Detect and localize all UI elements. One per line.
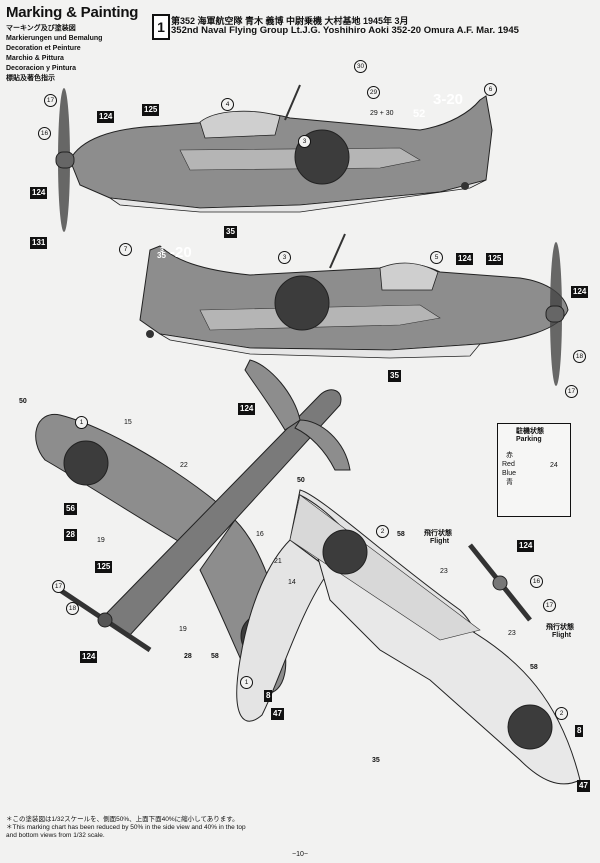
part-callout: 7 [119, 243, 132, 256]
side2-tail-code-3: 3 [160, 247, 164, 254]
side1-tail-code-2: 52 [413, 108, 426, 120]
paint-tag: 124 [80, 651, 98, 663]
part-callout: 18 [66, 602, 79, 615]
title-translations: マーキング及び塗装図 Markierungen und Bemalung Dec… [6, 24, 102, 84]
paint-tag: 47 [271, 708, 284, 720]
footnote-en-2: and bottom views from 1/32 scale. [6, 832, 105, 839]
side1-tail-code: 3-20 [433, 91, 464, 108]
part-callout: 3 [278, 251, 291, 264]
part-callout: 19 [97, 537, 105, 544]
side-view-left-aircraft [55, 84, 493, 232]
paint-tag: 124 [30, 187, 48, 199]
inset-red-en: Red [502, 461, 515, 468]
paint-tag: 125 [142, 104, 160, 116]
paint-tag: 35 [388, 370, 401, 382]
paint-tag: 125 [95, 561, 113, 573]
part-callout: 16 [530, 575, 543, 588]
side2-tail-code: -20 [170, 244, 192, 261]
page-number: −10− [292, 851, 308, 858]
scale-footnote: ＊この塗装図は1/32スケールを、側面50%、上面下面40%に縮小してあります。… [6, 816, 246, 840]
flight-label-jp: 飛行状態 [424, 530, 452, 537]
inset-blue-jp: 青 [506, 479, 513, 486]
part-callout: 1 [75, 416, 88, 429]
title-lang-es: Decoracion y Pintura [6, 65, 77, 72]
footnote-jp: ＊この塗装図は1/32スケールを、側面50%、上面下面40%に縮小してあります。 [6, 816, 239, 823]
inset-parking-en: Parking [516, 436, 542, 443]
part-callout: 4 [221, 98, 234, 111]
inset-red-jp: 赤 [506, 452, 513, 459]
part-callout: 18 [573, 350, 586, 363]
paint-tag: 124 [571, 286, 589, 298]
part-callout: 15 [124, 419, 132, 426]
paint-tag: 8 [264, 690, 273, 702]
side2-tail-code-2: 35 [157, 251, 166, 260]
scheme-title-en: 352nd Naval Flying Group Lt.J.G. Yoshihi… [171, 25, 519, 36]
bottom-view-aircraft [236, 489, 581, 785]
part-callout: 14 [288, 579, 296, 586]
flight-label-en-2: Flight [552, 632, 572, 639]
paint-label: 58 [397, 531, 405, 538]
inset-blue-en: Blue [502, 470, 517, 477]
scheme-number-badge: 1 [152, 14, 170, 40]
part-callout: 2 [376, 525, 389, 538]
paint-label: 50 [297, 477, 305, 484]
paint-label: 58 [211, 653, 219, 660]
title-lang-jp: マーキング及び塗装図 [6, 25, 76, 32]
paint-tag: 124 [517, 540, 535, 552]
paint-tag: 131 [30, 237, 48, 249]
part-callout: 1 [240, 676, 253, 689]
part-callout-pair: 29 + 30 [370, 110, 394, 117]
part-callout: 17 [52, 580, 65, 593]
title-lang-cn: 標貼及著色指示 [6, 75, 55, 82]
paint-tag: 125 [486, 253, 504, 265]
paint-label: 58 [530, 664, 538, 671]
scheme-title-jp: 第352 海軍航空隊 青木 義博 中尉乗機 大村基地 1945年 3月 [171, 16, 409, 26]
part-callout: 23 [508, 630, 516, 637]
part-callout: 22 [180, 462, 188, 469]
part-callout: 16 [38, 127, 51, 140]
part-callout: 5 [430, 251, 443, 264]
inset-parking-jp: 駐機状態 [516, 428, 544, 435]
paint-tag: 124 [238, 403, 256, 415]
part-callout: 2 [555, 707, 568, 720]
part-callout: 19 [179, 626, 187, 633]
title-lang-it: Marchio & Pittura [6, 55, 64, 62]
part-callout: 23 [440, 568, 448, 575]
part-callout: 16 [256, 531, 264, 538]
parking-inset: 駐機状態 Parking 赤 Red Blue 青 24 [497, 423, 571, 517]
part-callout: 3 [298, 135, 311, 148]
paint-label: 35 [372, 757, 380, 764]
paint-tag: 28 [64, 529, 77, 541]
paint-label: 28 [184, 653, 192, 660]
part-callout: 6 [484, 83, 497, 96]
side-view-right-aircraft [139, 233, 569, 386]
page-title: Marking & Painting [6, 4, 139, 21]
paint-tag: 56 [64, 503, 77, 515]
flight-label-en: Flight [430, 538, 450, 545]
part-callout: 17 [565, 385, 578, 398]
footnote-en-1: ＊This marking chart has been reduced by … [6, 824, 246, 831]
part-callout: 21 [274, 558, 282, 565]
part-callout: 17 [44, 94, 57, 107]
paint-tag: 8 [575, 725, 584, 737]
title-lang-fr: Decoration et Peinture [6, 45, 81, 52]
part-callout: 17 [543, 599, 556, 612]
part-callout: 29 [367, 86, 380, 99]
inset-part: 24 [550, 462, 558, 469]
flight-label-jp-2: 飛行状態 [546, 624, 574, 631]
part-callout: 30 [354, 60, 367, 73]
paint-label: 50 [19, 398, 27, 405]
paint-tag: 35 [224, 226, 237, 238]
paint-tag: 124 [97, 111, 115, 123]
paint-tag: 124 [456, 253, 474, 265]
title-lang-de: Markierungen und Bemalung [6, 35, 103, 42]
paint-tag: 47 [577, 780, 590, 792]
